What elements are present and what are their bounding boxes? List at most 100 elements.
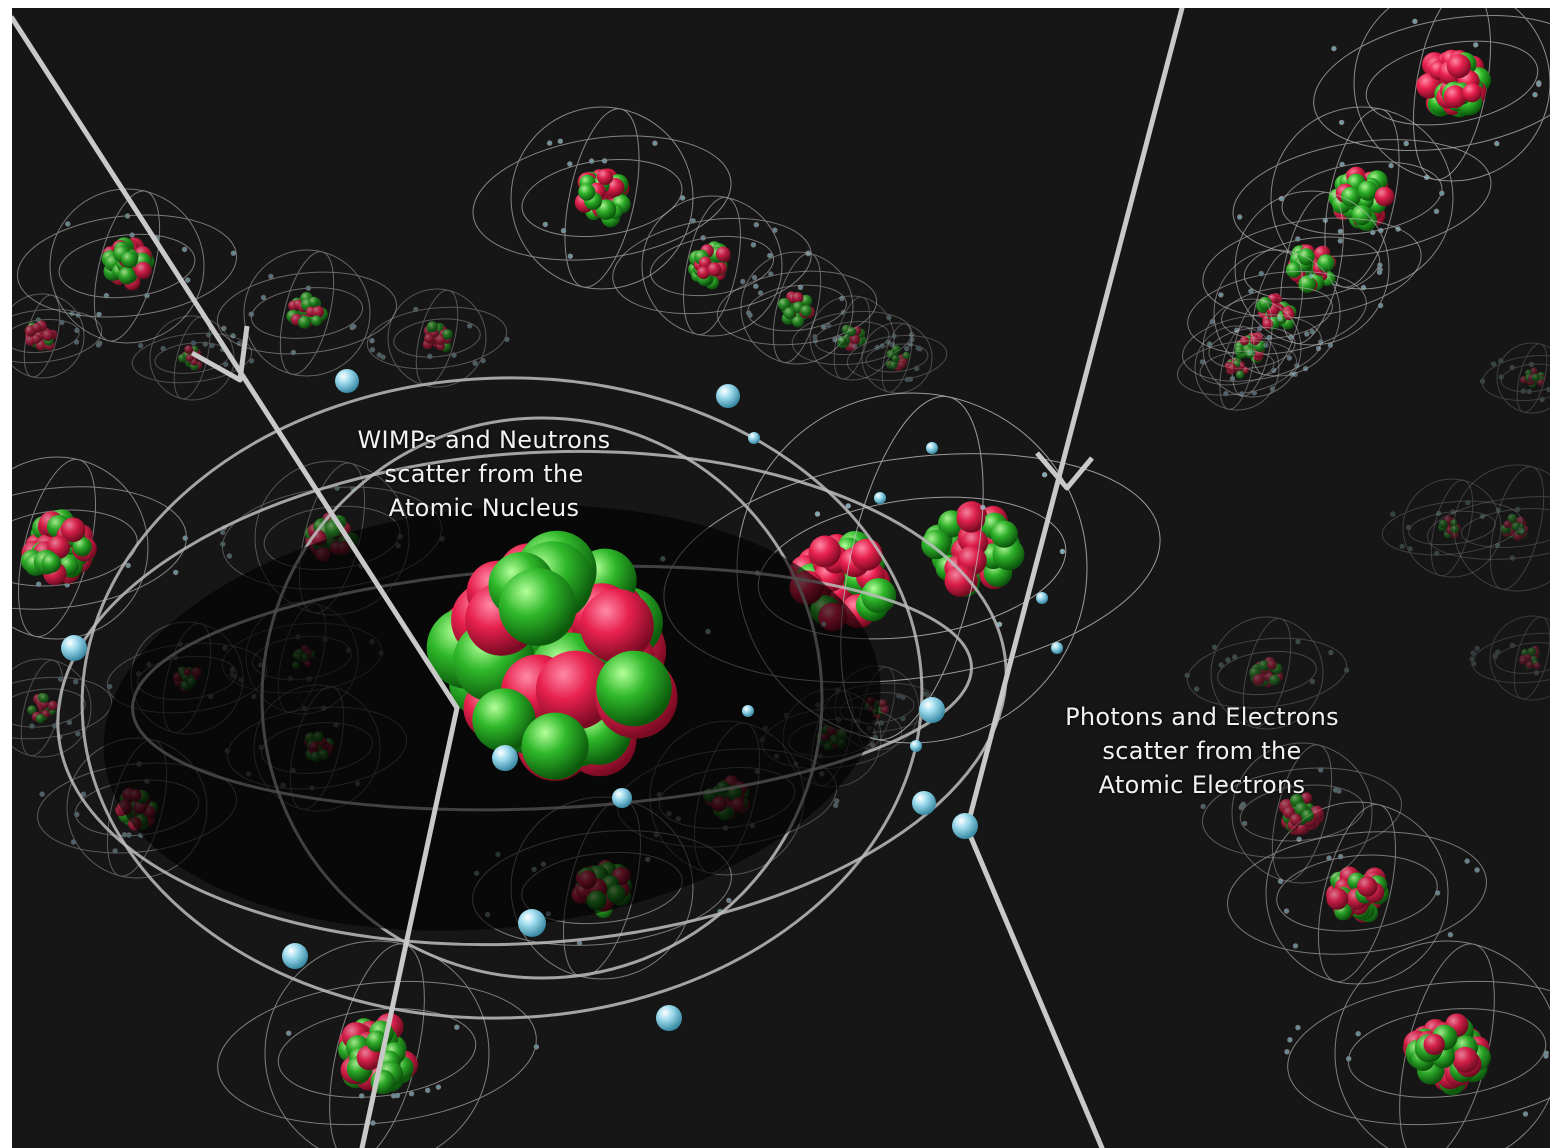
orbit-ring [1202, 217, 1422, 319]
electron-dot [73, 339, 80, 345]
outer-orbit [80, 376, 924, 1020]
electron-dot [1326, 855, 1332, 861]
electron-dot [1434, 550, 1440, 557]
orbit-ring [1202, 298, 1302, 398]
electron-dot [1539, 396, 1545, 403]
electron-dot [205, 332, 212, 338]
electron-dot [740, 278, 746, 285]
orbit-ring [1194, 325, 1280, 411]
electron-dot [746, 310, 752, 316]
electron-dot [1266, 334, 1272, 341]
orbit-ring [1232, 139, 1492, 257]
orbit-ring [1217, 650, 1317, 696]
orbit-ring [1231, 299, 1273, 397]
electron-dot [1543, 1050, 1549, 1056]
electron-dot [1337, 238, 1344, 244]
electron-dot [546, 140, 553, 146]
electron-dot [840, 309, 846, 315]
electron-dot [1309, 678, 1316, 685]
orbit-ring [131, 332, 253, 384]
electron-dot [1240, 801, 1247, 807]
electron-dot [1251, 390, 1258, 396]
electron-dot [1433, 208, 1440, 215]
neutron-sphere [792, 315, 804, 328]
electron-dot [1331, 45, 1337, 52]
electron-dot [1528, 361, 1535, 368]
electron-dot [190, 340, 197, 346]
electron-dot [834, 798, 840, 804]
nucleus-cluster [1416, 49, 1491, 118]
electron-dot [1514, 506, 1521, 513]
electron-dot [182, 535, 188, 541]
electron-dot [1327, 342, 1334, 348]
orbit-ring [12, 319, 80, 353]
proton-sphere [1239, 336, 1250, 346]
electron-dot [1209, 319, 1215, 325]
orbit-ring [264, 940, 490, 1148]
electron-dot [1435, 510, 1442, 516]
electron-dot [185, 277, 191, 283]
electron-dot [230, 250, 237, 256]
electron-dot [839, 295, 845, 302]
orbit-shells [1426, 464, 1550, 592]
proton-sphere [1267, 660, 1277, 670]
proton-sphere [850, 538, 883, 571]
electron-dot [1470, 650, 1476, 656]
electron-dot [1218, 292, 1224, 298]
orbit-ring [1239, 784, 1365, 842]
electron-dot [909, 336, 915, 343]
nucleus-cluster [1403, 1013, 1491, 1096]
nucleus-cluster [178, 345, 203, 371]
neutron-sphere [891, 355, 899, 362]
orbit-ring [683, 196, 741, 336]
electron-dot [1292, 943, 1299, 949]
orbit-ring [250, 287, 364, 339]
electron-dot [435, 1084, 442, 1090]
electron-dot [226, 553, 233, 559]
orbit-shells [12, 293, 103, 379]
neutron-sphere [442, 329, 453, 340]
electron-dot [1377, 262, 1383, 268]
orbit-ring [747, 284, 847, 332]
electron-dot [1288, 334, 1294, 340]
orbit-shells [12, 658, 113, 758]
orbit-shells [1227, 801, 1487, 985]
electron-dot [878, 720, 884, 726]
electron-dot [1474, 867, 1480, 873]
electron-dot [1284, 1049, 1290, 1055]
nucleus-cluster [1438, 515, 1461, 539]
electron-dot [1378, 227, 1384, 234]
electron-dot [1315, 345, 1322, 352]
orbit-shells [1187, 249, 1367, 377]
orbit-shells [16, 188, 238, 344]
electron-dot [1269, 386, 1276, 392]
proton-sphere [1262, 318, 1274, 330]
electron-dot [97, 340, 103, 346]
proton-sphere [792, 292, 804, 304]
orbit-ring [1186, 637, 1348, 709]
neutron-sphere [921, 529, 951, 560]
electron-dot [557, 138, 563, 144]
electron-dot [1193, 686, 1200, 692]
orbit-ring [1176, 340, 1298, 396]
neutron-sphere [1450, 524, 1460, 534]
electron-dot [1318, 339, 1324, 345]
electron-dot [751, 274, 758, 281]
electron-dot [75, 731, 81, 737]
orbit-ring [12, 486, 187, 610]
electron-dot [59, 319, 65, 326]
proton-sphere [1374, 186, 1395, 207]
neutron-sphere [1450, 519, 1458, 527]
orbit-ring [612, 217, 812, 315]
orbit-ring [1381, 500, 1523, 556]
electron-dot [1495, 507, 1502, 514]
orbit-ring [1242, 617, 1292, 729]
electron-dot [220, 529, 226, 536]
proton-sphere [48, 700, 58, 711]
electron [61, 635, 87, 661]
proton-sphere [596, 168, 614, 185]
electron [874, 492, 886, 504]
orbit-ring [1481, 355, 1550, 401]
nucleus-cluster [921, 501, 1025, 597]
nucleus-cluster [1256, 293, 1297, 330]
